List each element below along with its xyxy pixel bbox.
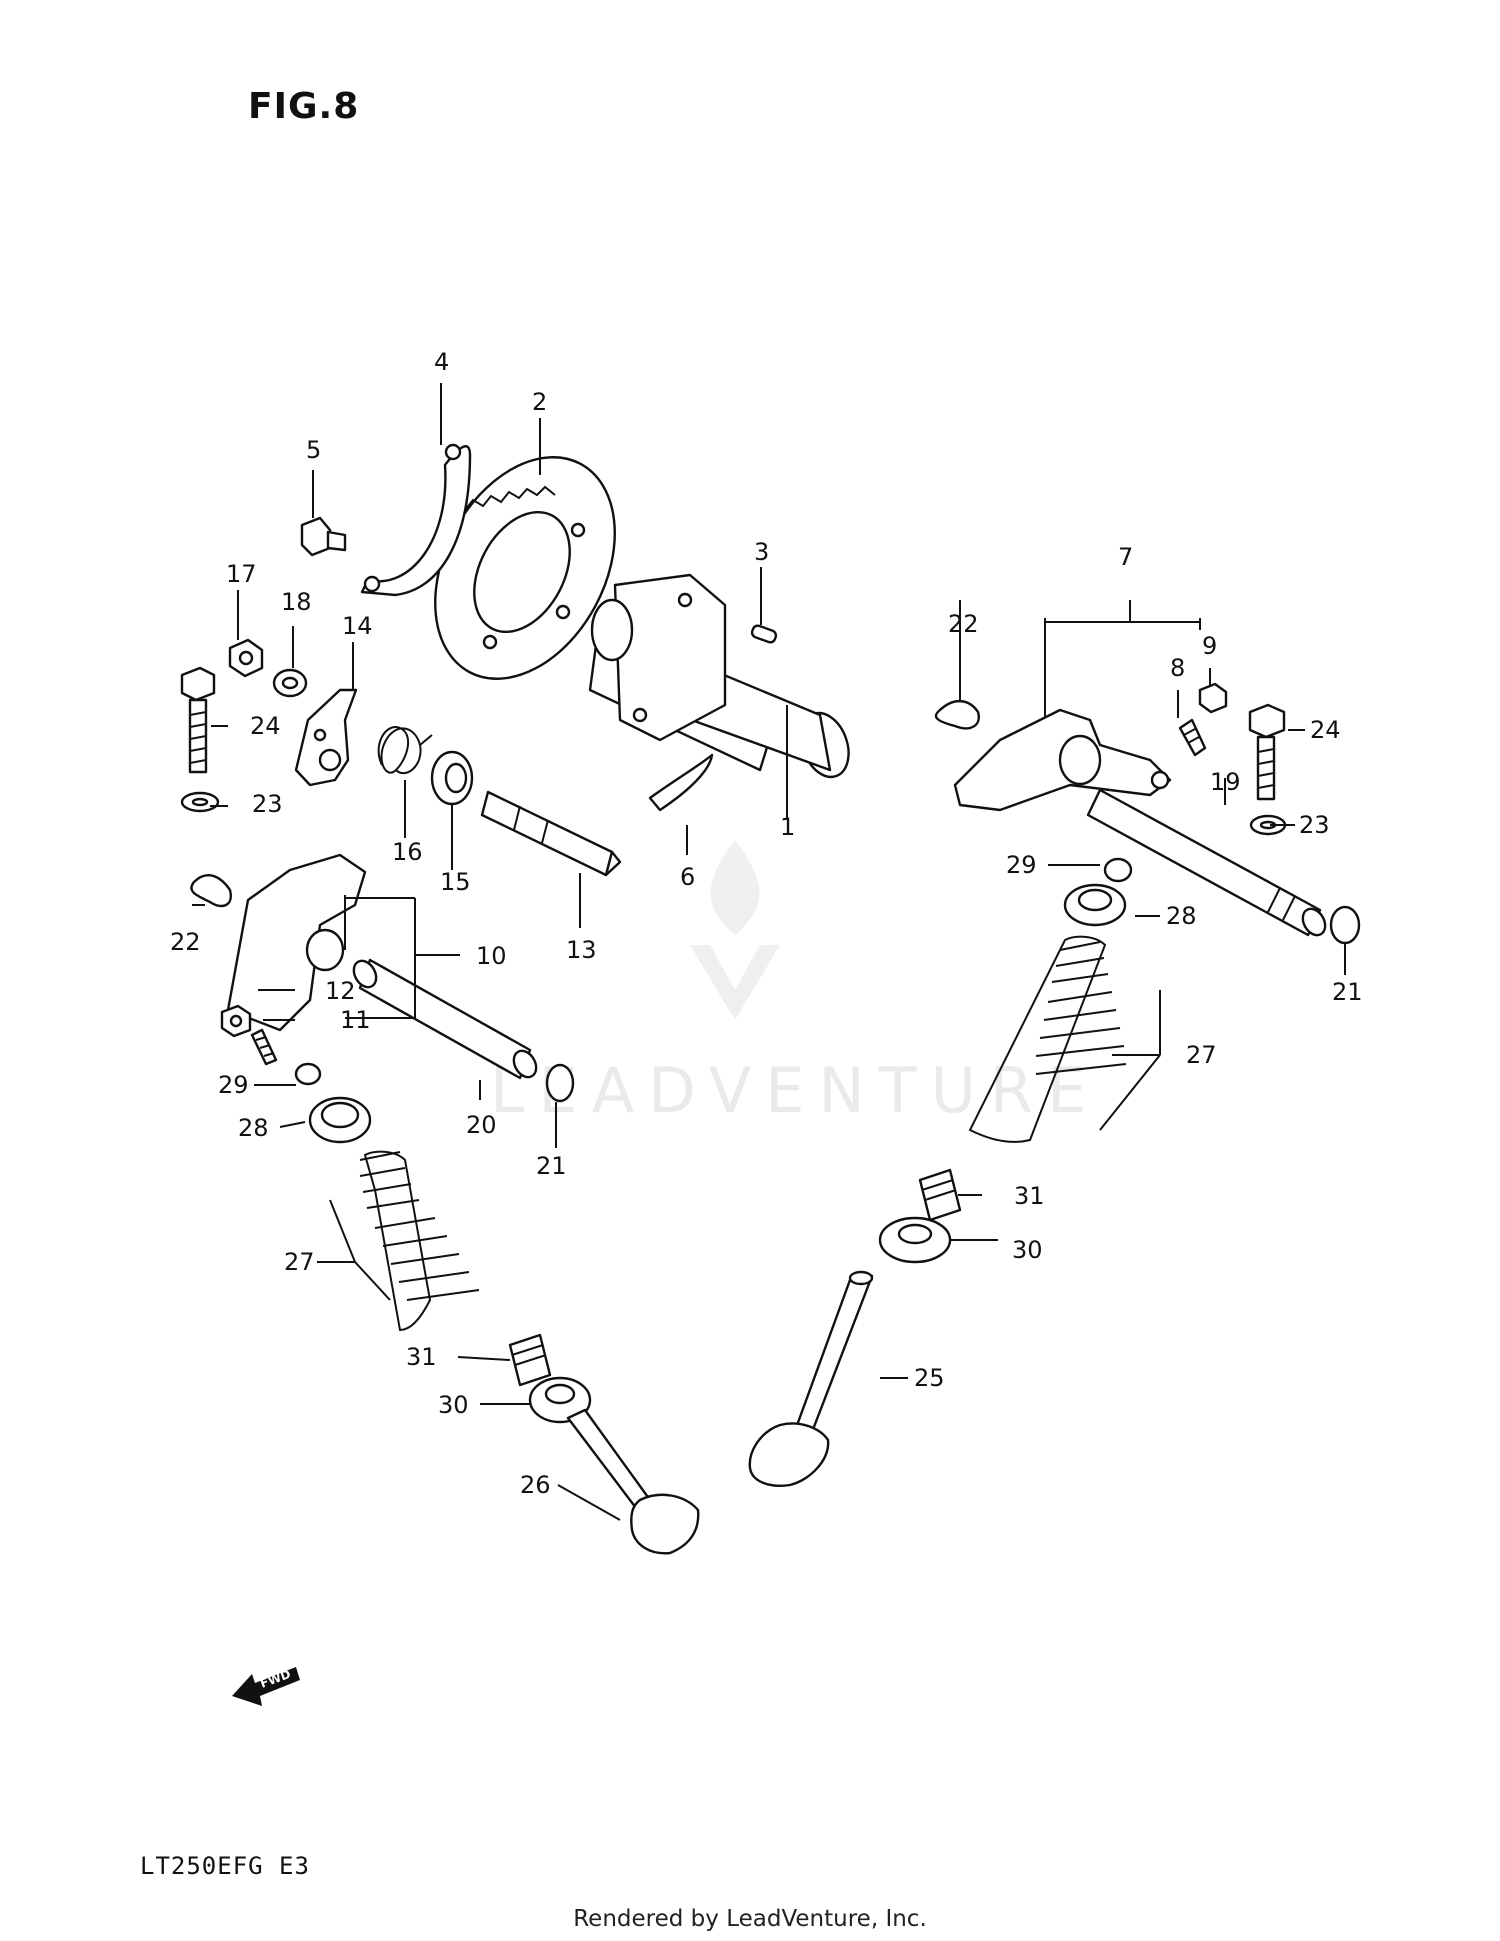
decomp-bolt-left <box>180 666 216 774</box>
callout-24-left: 24 <box>250 712 281 740</box>
valve-cotter-right <box>918 1168 962 1222</box>
callout-30-left: 30 <box>438 1391 469 1419</box>
valve-stem-seal-left <box>294 1062 322 1086</box>
valve-stem-seal-right <box>1103 857 1133 883</box>
callout-15: 15 <box>440 868 471 896</box>
exhaust-valve <box>566 1408 700 1555</box>
leadventure-watermark: LEADVENTURE <box>490 840 1100 1127</box>
callout-26: 26 <box>520 1471 551 1499</box>
callout-7: 7 <box>1118 543 1133 571</box>
callout-17: 17 <box>226 560 257 588</box>
callout-5: 5 <box>306 436 321 464</box>
valve-springs-left <box>359 1150 480 1332</box>
callout-28-left: 28 <box>238 1114 269 1142</box>
callout-31-right: 31 <box>1014 1182 1045 1210</box>
valve-springs-right <box>968 935 1127 1143</box>
decomp-lever <box>294 688 358 787</box>
callout-22-right: 22 <box>948 610 979 638</box>
callout-29-left: 29 <box>218 1071 249 1099</box>
decomp-nut <box>228 638 264 678</box>
tappet-adjuster-left <box>250 1028 278 1066</box>
callout-24-right: 24 <box>1310 716 1341 744</box>
callout-13: 13 <box>566 936 597 964</box>
valve-retainer-right <box>878 1216 952 1264</box>
callout-8: 8 <box>1170 654 1185 682</box>
cam-stopper-plate <box>360 443 472 597</box>
camshaft <box>588 573 850 779</box>
callout-21-left: 21 <box>536 1152 567 1180</box>
callout-1: 1 <box>780 813 795 841</box>
valve-spring-seat-left <box>308 1096 372 1144</box>
cam-clip <box>648 753 714 812</box>
stopper-bolt <box>300 516 347 557</box>
figure-title: FIG.8 <box>248 86 360 127</box>
callout-4: 4 <box>434 348 449 376</box>
rocker-shaft-right <box>1086 788 1327 937</box>
rocker-gasket-right <box>934 700 980 730</box>
leader-lines <box>192 383 1346 1521</box>
decomp-spring <box>377 726 433 775</box>
callout-9: 9 <box>1202 632 1217 660</box>
render-credit: Rendered by LeadVenture, Inc. <box>573 1906 927 1932</box>
callout-18: 18 <box>281 588 312 616</box>
rocker-gasket-left <box>190 874 232 908</box>
watermark-text: LEADVENTURE <box>490 1054 1100 1127</box>
valve-retainer-left <box>528 1376 592 1424</box>
tappet-nut-left <box>220 1004 252 1038</box>
decomp-shaft <box>480 790 622 877</box>
rocker-shaft-left <box>352 958 538 1080</box>
callout-10: 10 <box>476 942 507 970</box>
callout-20: 20 <box>466 1111 497 1139</box>
callout-27-left: 27 <box>284 1248 315 1276</box>
decomp-washer-left <box>180 791 220 813</box>
rocker-arm-right <box>953 708 1172 812</box>
decomp-washer <box>272 668 308 698</box>
camshaft-pin <box>750 624 778 644</box>
callout-14: 14 <box>342 612 373 640</box>
callout-23-right: 23 <box>1299 811 1330 839</box>
callout-23-left: 23 <box>252 790 283 818</box>
tappet-nut-right <box>1198 682 1228 714</box>
fwd-arrow-icon: FWD <box>232 1667 300 1706</box>
intake-valve <box>748 1270 874 1487</box>
o-ring-left <box>545 1063 575 1103</box>
rocker-arm-left <box>226 853 367 1032</box>
callout-16: 16 <box>392 838 423 866</box>
callout-29-right: 29 <box>1006 851 1037 879</box>
callout-12: 12 <box>325 977 356 1005</box>
callout-2: 2 <box>532 388 547 416</box>
valve-spring-seat-right <box>1063 883 1127 927</box>
callout-6: 6 <box>680 863 695 891</box>
cam-sprocket <box>434 456 616 680</box>
callout-25: 25 <box>914 1364 945 1392</box>
callout-31-left: 31 <box>406 1343 437 1371</box>
o-ring-right <box>1329 905 1361 945</box>
valve-cotter-left <box>508 1333 552 1387</box>
model-code: LT250EFG E3 <box>140 1852 310 1880</box>
callout-27-right: 27 <box>1186 1041 1217 1069</box>
callout-labels: 1 2 3 4 5 6 7 8 9 10 11 12 13 14 15 16 1… <box>170 348 1363 1499</box>
callout-30-right: 30 <box>1012 1236 1043 1264</box>
tappet-adjuster-right <box>1178 718 1207 757</box>
callout-28-right: 28 <box>1166 902 1197 930</box>
decomp-oil-seal <box>430 750 474 806</box>
callout-21-right: 21 <box>1332 978 1363 1006</box>
callout-11: 11 <box>340 1006 371 1034</box>
callout-22-left: 22 <box>170 928 201 956</box>
callout-19: 19 <box>1210 768 1241 796</box>
bolt-right <box>1248 703 1286 801</box>
callout-3: 3 <box>754 538 769 566</box>
